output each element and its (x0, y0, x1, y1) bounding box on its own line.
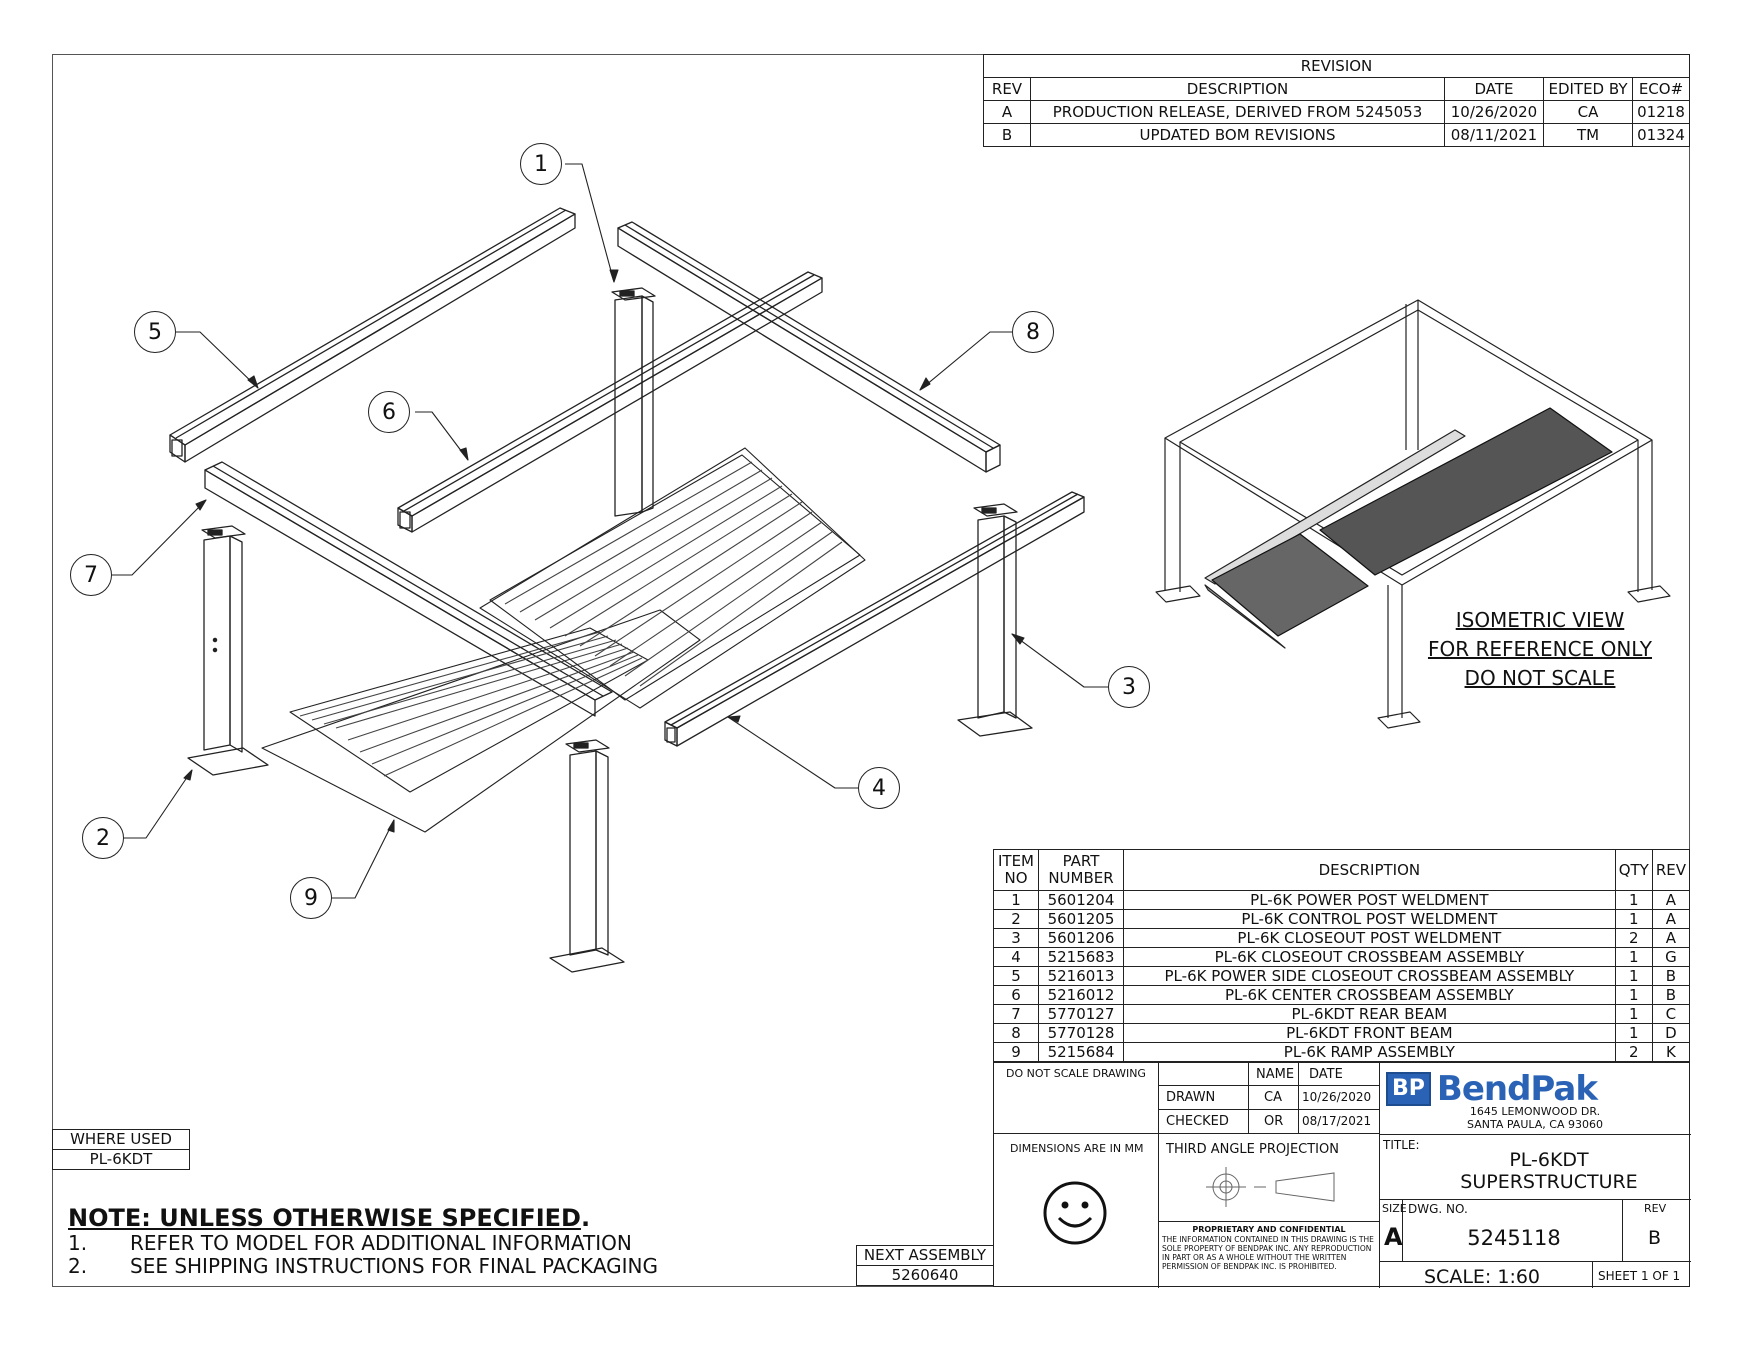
callout-balloon-5: 5 (134, 311, 176, 353)
dimensions-note: DIMENSIONS ARE IN MM (1010, 1142, 1144, 1155)
sheet-value: SHEET 1 OF 1 (1598, 1269, 1681, 1283)
notes-title: NOTE: UNLESS OTHERWISE SPECIFIED. (68, 1204, 591, 1232)
projection-label: THIRD ANGLE PROJECTION (1166, 1142, 1339, 1157)
where-used-label: WHERE USED (52, 1129, 190, 1150)
where-used-value: PL-6KDT (52, 1149, 190, 1170)
closeout-post-center (549, 739, 625, 973)
closeout-crossbeam (664, 491, 1085, 747)
callout-balloon-4: 4 (858, 767, 900, 809)
callout-balloon-1: 1 (520, 143, 562, 185)
date-column-label: DATE (1309, 1067, 1343, 1082)
company-address: 1645 LEMONWOOD DR. SANTA PAULA, CA 93060 (1467, 1105, 1603, 1131)
isometric-reference-view (1155, 299, 1671, 729)
leader-lines (112, 163, 1108, 899)
next-assembly-value: 5260640 (856, 1265, 994, 1286)
callout-balloon-2: 2 (82, 817, 124, 859)
checked-name: OR (1264, 1114, 1284, 1129)
rev-value: B (1648, 1227, 1662, 1249)
dwg-no-value: 5245118 (1467, 1226, 1561, 1250)
general-notes: NOTE: UNLESS OTHERWISE SPECIFIED. 1.REFE… (68, 1204, 658, 1278)
smiley-face-icon (1043, 1181, 1107, 1245)
title-label: TITLE: (1383, 1138, 1420, 1152)
size-value: A (1384, 1223, 1403, 1251)
name-column-label: NAME (1256, 1067, 1295, 1082)
revision-header-row: REV DESCRIPTION DATE EDITED BY ECO# (983, 77, 1690, 101)
proprietary-text: THE INFORMATION CONTAINED IN THIS DRAWIN… (1162, 1235, 1374, 1271)
power-side-crossbeam (169, 207, 576, 463)
drawn-label: DRAWN (1166, 1090, 1216, 1105)
callout-balloon-9: 9 (290, 877, 332, 919)
dwg-no-label: DWG. NO. (1408, 1202, 1468, 1216)
center-crossbeam (397, 271, 823, 533)
bill-of-materials: ITEM NO PART NUMBER DESCRIPTION QTY REV … (993, 849, 1691, 1062)
drawing-title: PL-6KDT SUPERSTRUCTURE (1460, 1149, 1638, 1193)
next-assembly-label: NEXT ASSEMBLY (856, 1245, 994, 1266)
logo-text: BendPak (1436, 1069, 1598, 1109)
scale-value: SCALE: 1:60 (1424, 1266, 1541, 1288)
rear-beam (204, 461, 613, 717)
closeout-post-right (957, 503, 1033, 737)
third-angle-projection-icon (1206, 1167, 1335, 1207)
drawing-border (52, 54, 1690, 1287)
logo-mark: BP (1386, 1072, 1431, 1106)
bom-header-row: ITEM NO PART NUMBER DESCRIPTION QTY REV (993, 849, 1691, 891)
callout-balloon-3: 3 (1108, 666, 1150, 708)
rev-label: REV (1644, 1202, 1667, 1215)
proprietary-title: PROPRIETARY AND CONFIDENTIAL (1192, 1225, 1346, 1234)
callout-balloon-6: 6 (368, 391, 410, 433)
drawn-name: CA (1264, 1090, 1282, 1105)
ramp-front (261, 609, 701, 833)
do-not-scale-label: DO NOT SCALE DRAWING (1006, 1067, 1146, 1080)
note-item: 1.REFER TO MODEL FOR ADDITIONAL INFORMAT… (68, 1231, 632, 1255)
revision-row: A PRODUCTION RELEASE, DERIVED FROM 52450… (983, 100, 1690, 124)
title-block: DO NOT SCALE DRAWING NAME DATE DRAWN CA … (993, 1062, 1691, 1288)
ramp-rear (479, 447, 866, 709)
revision-table: REVISION REV DESCRIPTION DATE EDITED BY … (983, 54, 1690, 147)
control-post (187, 525, 269, 776)
checked-date: 08/17/2021 (1302, 1114, 1372, 1128)
callout-balloon-7: 7 (70, 554, 112, 596)
checked-label: CHECKED (1166, 1114, 1229, 1129)
front-beam (617, 221, 1001, 473)
isometric-note: ISOMETRIC VIEW FOR REFERENCE ONLY DO NOT… (1427, 608, 1653, 690)
bendpak-logo: BP BendPak (1386, 1069, 1598, 1109)
note-item: 2.SEE SHIPPING INSTRUCTIONS FOR FINAL PA… (68, 1254, 659, 1278)
callout-balloon-8: 8 (1012, 311, 1054, 353)
size-label: SIZE (1382, 1202, 1407, 1215)
revision-row: B UPDATED BOM REVISIONS 08/11/2021 TM 01… (983, 123, 1690, 147)
drawn-date: 10/26/2020 (1302, 1090, 1372, 1104)
